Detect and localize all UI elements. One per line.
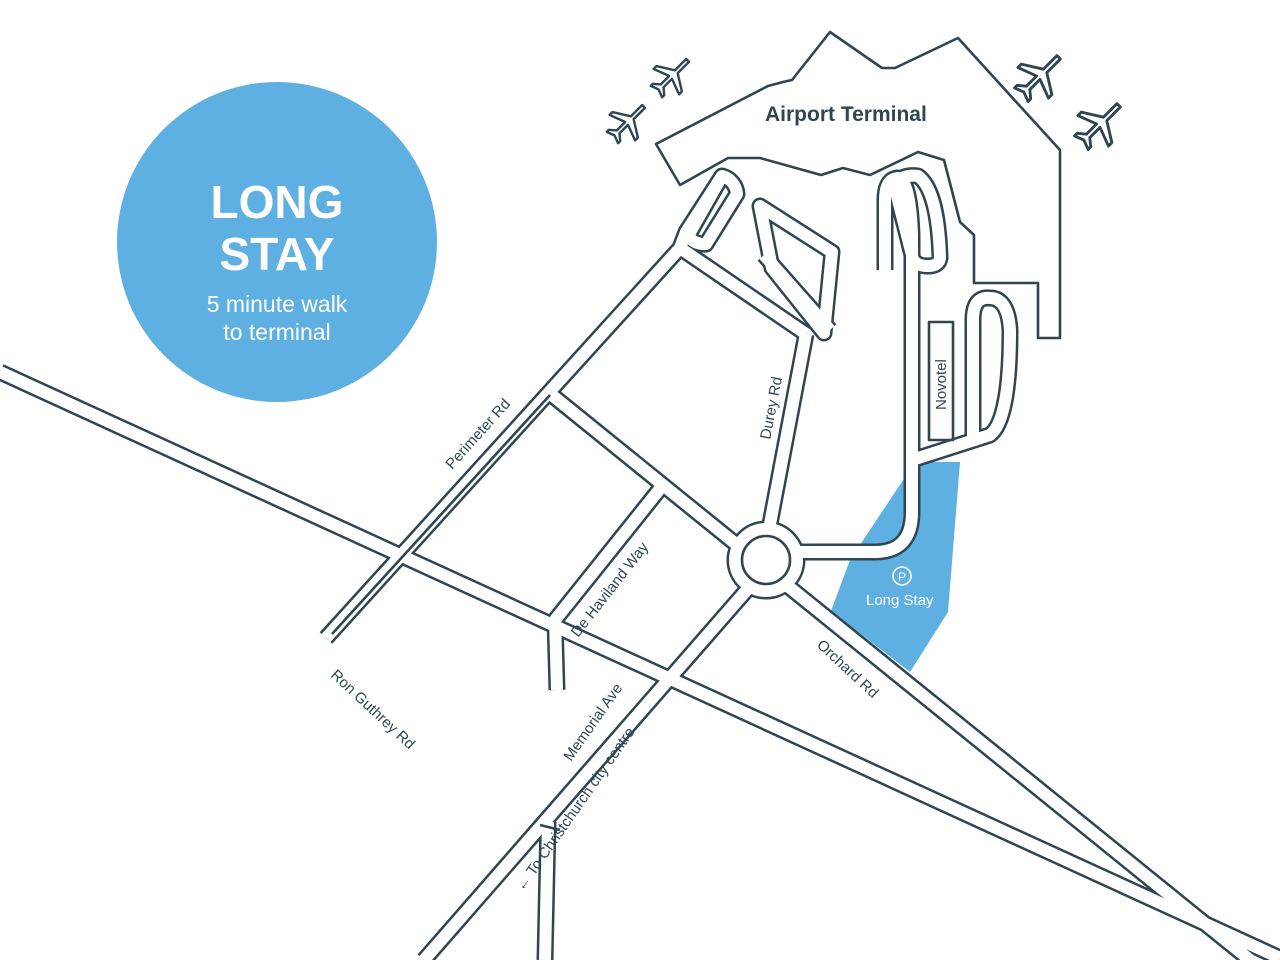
badge-title-line1: LONG <box>211 176 344 228</box>
airplane-icon <box>1013 54 1062 103</box>
badge-subtitle-line1: 5 minute walk <box>207 291 348 317</box>
badge-title-line2: STAY <box>219 228 334 280</box>
novotel-building <box>927 320 955 442</box>
svg-text:P: P <box>898 570 906 584</box>
badge-subtitle-line2: to terminal <box>223 319 330 345</box>
roundabout-centre <box>740 534 792 586</box>
airplane-icon <box>1073 102 1122 151</box>
parking-area <box>831 462 960 672</box>
parking-icon: P <box>892 566 912 586</box>
parking-label: Long Stay <box>866 592 934 609</box>
terminal-building <box>654 30 1062 340</box>
terminal-label: Airport Terminal <box>765 103 927 126</box>
novotel-label: Novotel <box>933 359 950 410</box>
airplane-icon <box>605 103 647 145</box>
airplane-icon <box>649 57 691 99</box>
road-label-ron-guthrey: Ron Guthrey Rd <box>327 666 418 752</box>
long-stay-badge: LONG STAY 5 minute walk to terminal <box>117 82 437 402</box>
road-network <box>0 167 1280 960</box>
